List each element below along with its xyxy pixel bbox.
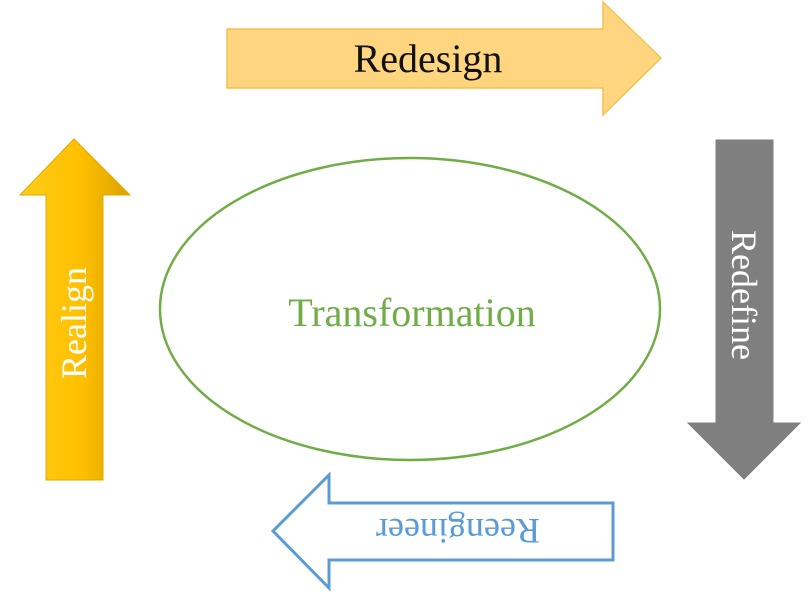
realign-arrow-shape <box>18 138 132 481</box>
reengineer-arrow-shape <box>270 471 615 592</box>
redesign-arrow: Redesign <box>226 0 663 117</box>
redefine-arrow-shape <box>686 139 802 480</box>
reengineer-label: Reengineer <box>376 511 540 551</box>
transformation-ellipse <box>158 156 662 462</box>
redefine-label: Redefine <box>724 230 764 360</box>
realign-label: Realign <box>54 267 94 379</box>
transformation-label: Transformation <box>288 290 535 335</box>
redefine-arrow: Redefine <box>686 139 802 480</box>
redesign-label: Redesign <box>354 36 503 81</box>
realign-arrow: Realign <box>18 138 132 481</box>
reengineer-arrow: Reengineer <box>270 471 615 592</box>
redesign-arrow-shape <box>226 0 663 117</box>
transformation-node: Transformation <box>158 156 662 462</box>
